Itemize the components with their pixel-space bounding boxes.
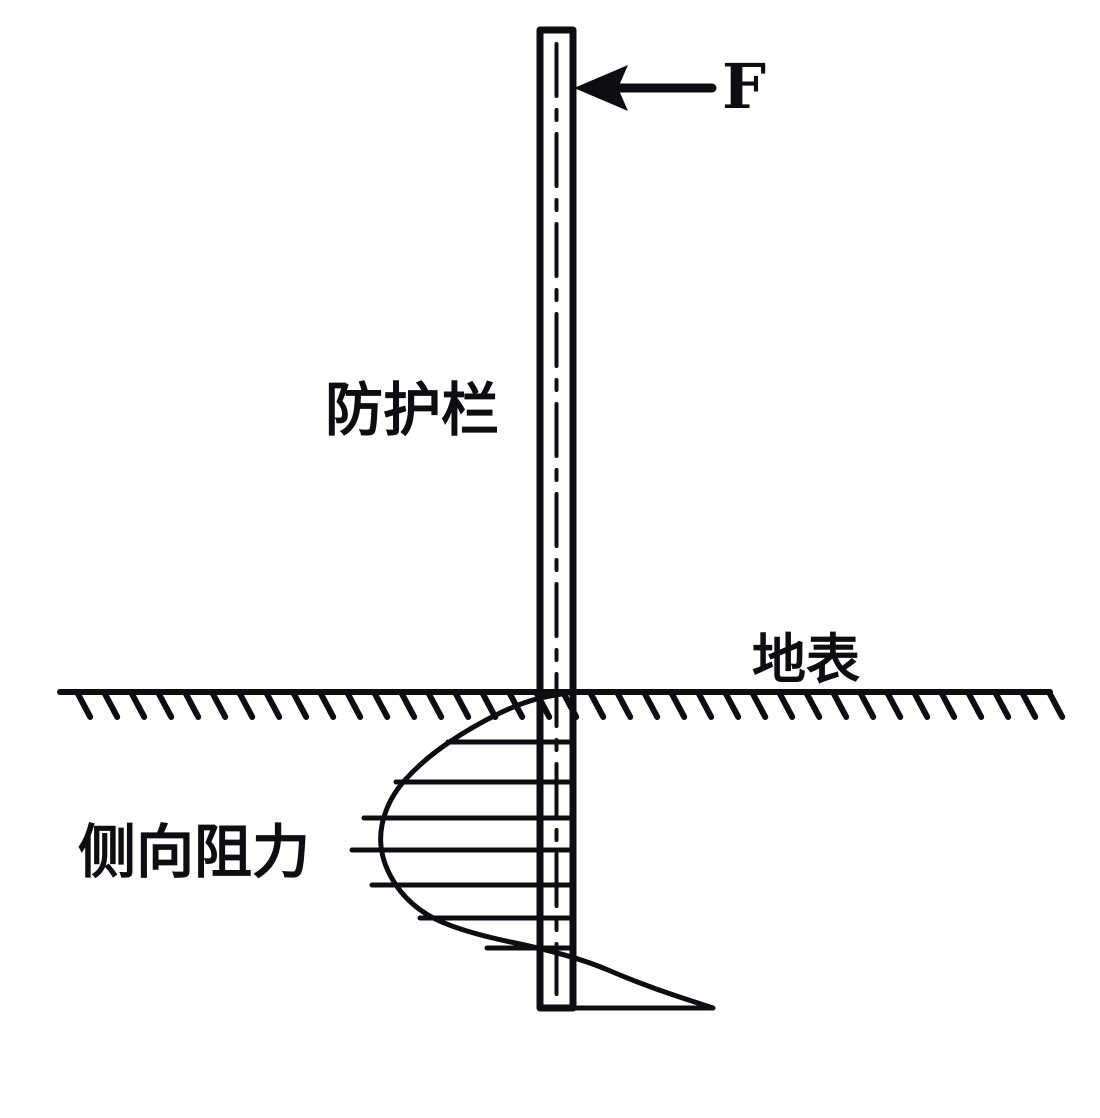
ground-hatch-mark [129,691,148,720]
ground-hatch-mark [858,691,877,720]
force-label: F [722,50,766,123]
ground-hatch-mark [453,691,472,720]
ground-hatch-mark [750,691,769,720]
ground-hatch-mark [939,691,958,720]
ground-hatch-mark [399,691,418,720]
ground-hatch-mark [642,691,661,720]
ground-surface-label: 地表 [752,628,860,691]
ground-hatch-mark [777,691,796,720]
ground-hatch-mark [480,691,499,720]
ground-hatch-mark [426,691,445,720]
ground-hatch-mark [264,691,283,720]
ground-hatch-mark [291,691,310,720]
force-arrow-group [574,65,717,111]
lateral-resistance-curve [378,689,716,1011]
guardrail-post-outline [536,26,577,1012]
ground-hatch-mark [615,691,634,720]
ground-hatch-mark [912,691,931,720]
ground-hatch-mark [588,691,607,720]
ground-hatch-mark [804,691,823,720]
ground-hatch-mark [210,691,229,720]
guardrail-label: 防护栏 [325,376,499,444]
guardrail-post-group [536,26,577,1012]
ground-hatch-mark [372,691,391,720]
ground-hatch-mark [696,691,715,720]
ground-hatch-mark [993,691,1012,720]
ground-hatch-mark [1020,691,1039,720]
ground-hatch-mark [102,691,121,720]
ground-hatch-mark [885,691,904,720]
ground-hatch-mark [1047,691,1066,720]
lateral-resistance-label: 侧向阻力 [78,818,310,886]
ground-hatch-mark [831,691,850,720]
ground-hatch-mark [318,691,337,720]
ground-hatch-mark [183,691,202,720]
ground-hatch-mark [156,691,175,720]
ground-hatch-mark [345,691,364,720]
ground-hatch-mark [966,691,985,720]
ground-hatch-mark [237,691,256,720]
ground-hatch-mark [669,691,688,720]
ground-hatch-mark [723,691,742,720]
ground-hatch-mark [75,691,94,720]
force-arrow-head [574,65,628,111]
